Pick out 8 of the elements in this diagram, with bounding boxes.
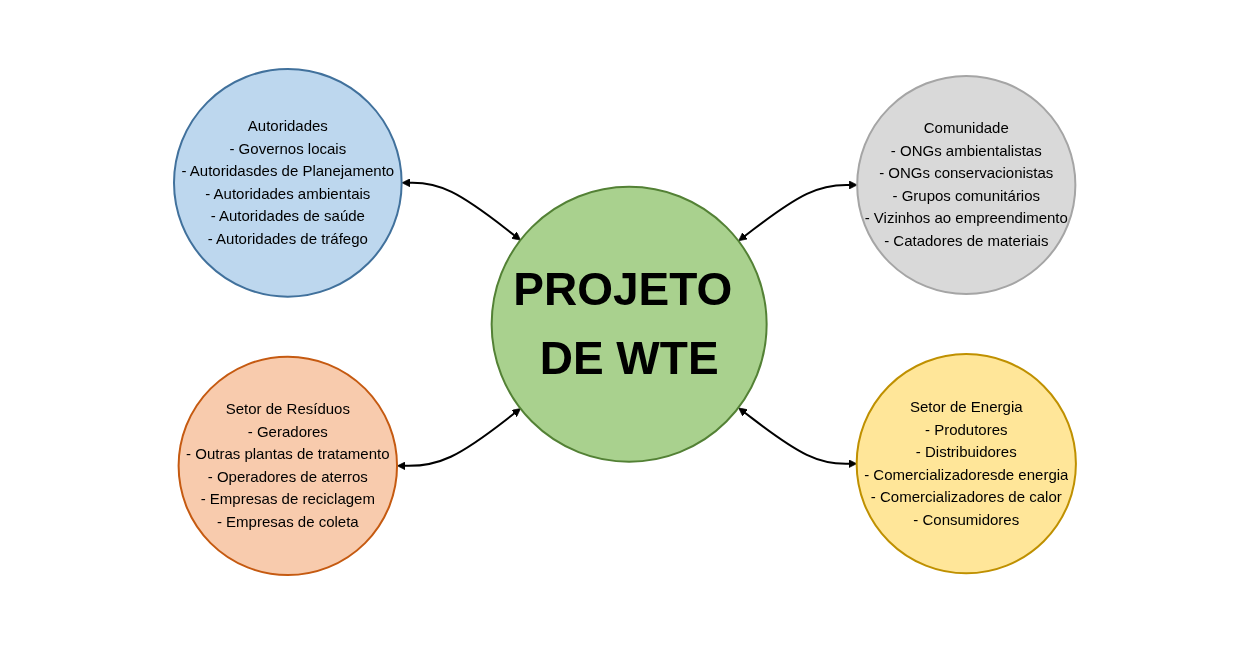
arrow — [397, 408, 521, 471]
arrow — [738, 181, 858, 242]
node-circle: Comunidade - ONGs ambientalistas - ONGs conservacionistas - Grupos comunitários - Vizinhos ao empreendimento - Catadores de materiais — [856, 75, 1077, 296]
node-circle: Setor de Resíduos - Geradores - Outras plantas de tratamento - Operadores de aterros - Empresas de reciclagem - Empresas de coleta — [177, 356, 399, 577]
node-circle: PROJETO DE WTE — [490, 186, 768, 464]
arrow — [401, 178, 521, 241]
node-circle: Autoridades - Governos locais - Autoridasdes de Planejamento - Autoridades ambientais - Autoridades de saúde - Autoridades de tráfego — [173, 68, 403, 299]
node-circle: Setor de Energia - Produtores - Distribuidores - Comercializadoresde energia - Comercializadores de calor - Consumidores — [855, 353, 1077, 575]
